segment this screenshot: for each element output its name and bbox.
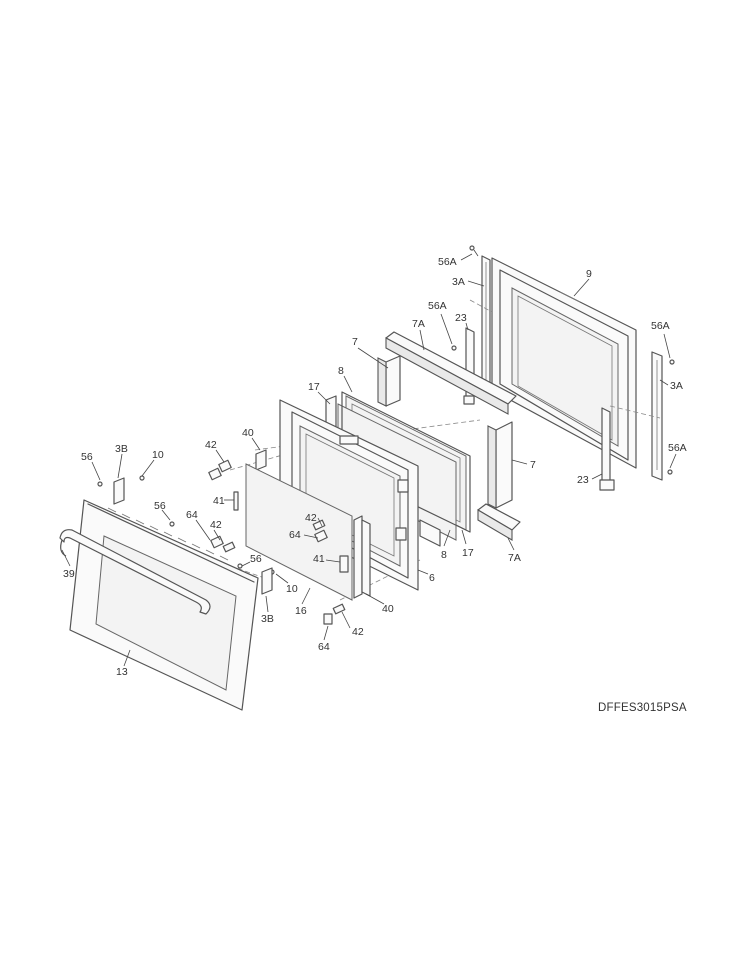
callout-42-low: 42 — [352, 626, 364, 638]
callout-3a-right: 3A — [670, 380, 683, 392]
callout-8-top: 8 — [338, 365, 344, 377]
leader-lines — [61, 253, 677, 667]
callout-41-mid: 41 — [313, 553, 325, 565]
part-42-64-fasteners — [208, 459, 346, 625]
callout-7a-top: 7A — [412, 318, 425, 330]
callout-39: 39 — [63, 568, 75, 580]
part-13-outer-door-panel — [69, 499, 259, 711]
part-9-inner-door-frame — [491, 257, 637, 469]
part-40-upper-clip — [255, 449, 267, 471]
callout-23-low: 23 — [577, 474, 589, 486]
callout-64-left: 64 — [186, 509, 198, 521]
part-3b-left-bracket — [113, 477, 125, 505]
callout-9: 9 — [586, 268, 592, 280]
callout-56a-right: 56A — [651, 320, 670, 332]
part-16-inner-glass — [245, 463, 353, 601]
callout-13: 13 — [116, 666, 128, 678]
part-41-clip-left — [233, 491, 239, 511]
callout-23-top: 23 — [455, 312, 467, 324]
part-23-lower-hinge — [599, 407, 615, 491]
callout-56a-top: 56A — [438, 256, 457, 268]
part-3a-right-bracket — [651, 351, 663, 481]
callout-42-top: 42 — [205, 439, 217, 451]
callout-56-low: 56 — [250, 553, 262, 565]
callout-41-top: 41 — [213, 495, 225, 507]
callout-8-low: 8 — [441, 549, 447, 561]
callout-17-low: 17 — [462, 547, 474, 559]
callout-56a-mid: 56A — [428, 300, 447, 312]
callout-7a-low: 7A — [508, 552, 521, 564]
callout-17-top: 17 — [308, 381, 320, 393]
callout-10-left: 10 — [152, 449, 164, 461]
part-7-upper-block — [377, 355, 401, 407]
callout-64-mid: 64 — [289, 529, 301, 541]
callout-7-top: 7 — [352, 336, 358, 348]
callout-labels: 56A 3A 9 56A 23 7A 56A 3A 56A 23 7 7 17 … — [63, 256, 687, 678]
callout-3b-left: 3B — [115, 443, 128, 455]
part-40-lower-clip — [353, 515, 371, 599]
part-6-middle-door-frame — [279, 399, 419, 591]
part-3b-right-bracket — [261, 567, 273, 595]
part-3a-left-bracket — [481, 255, 491, 389]
part-41-clip-right — [339, 555, 349, 573]
callout-40-low: 40 — [382, 603, 394, 615]
callout-16: 16 — [295, 605, 307, 617]
callout-42-mid: 42 — [305, 512, 317, 524]
callout-7-right: 7 — [530, 459, 536, 471]
part-7-lower-block — [487, 421, 513, 509]
callout-3b-low: 3B — [261, 613, 274, 625]
callout-56-mid: 56 — [154, 500, 166, 512]
model-code-label: DFFES3015PSA — [598, 702, 687, 714]
callout-10-low: 10 — [286, 583, 298, 595]
callout-3a-top: 3A — [452, 276, 465, 288]
callout-56-left: 56 — [81, 451, 93, 463]
callout-42-left: 42 — [210, 519, 222, 531]
part-7a-upper-strip — [385, 331, 517, 415]
part-7a-lower-strip — [477, 503, 521, 541]
callout-64-low: 64 — [318, 641, 330, 653]
callout-40-top: 40 — [242, 427, 254, 439]
callout-56a-low: 56A — [668, 442, 687, 454]
callout-6: 6 — [429, 572, 435, 584]
